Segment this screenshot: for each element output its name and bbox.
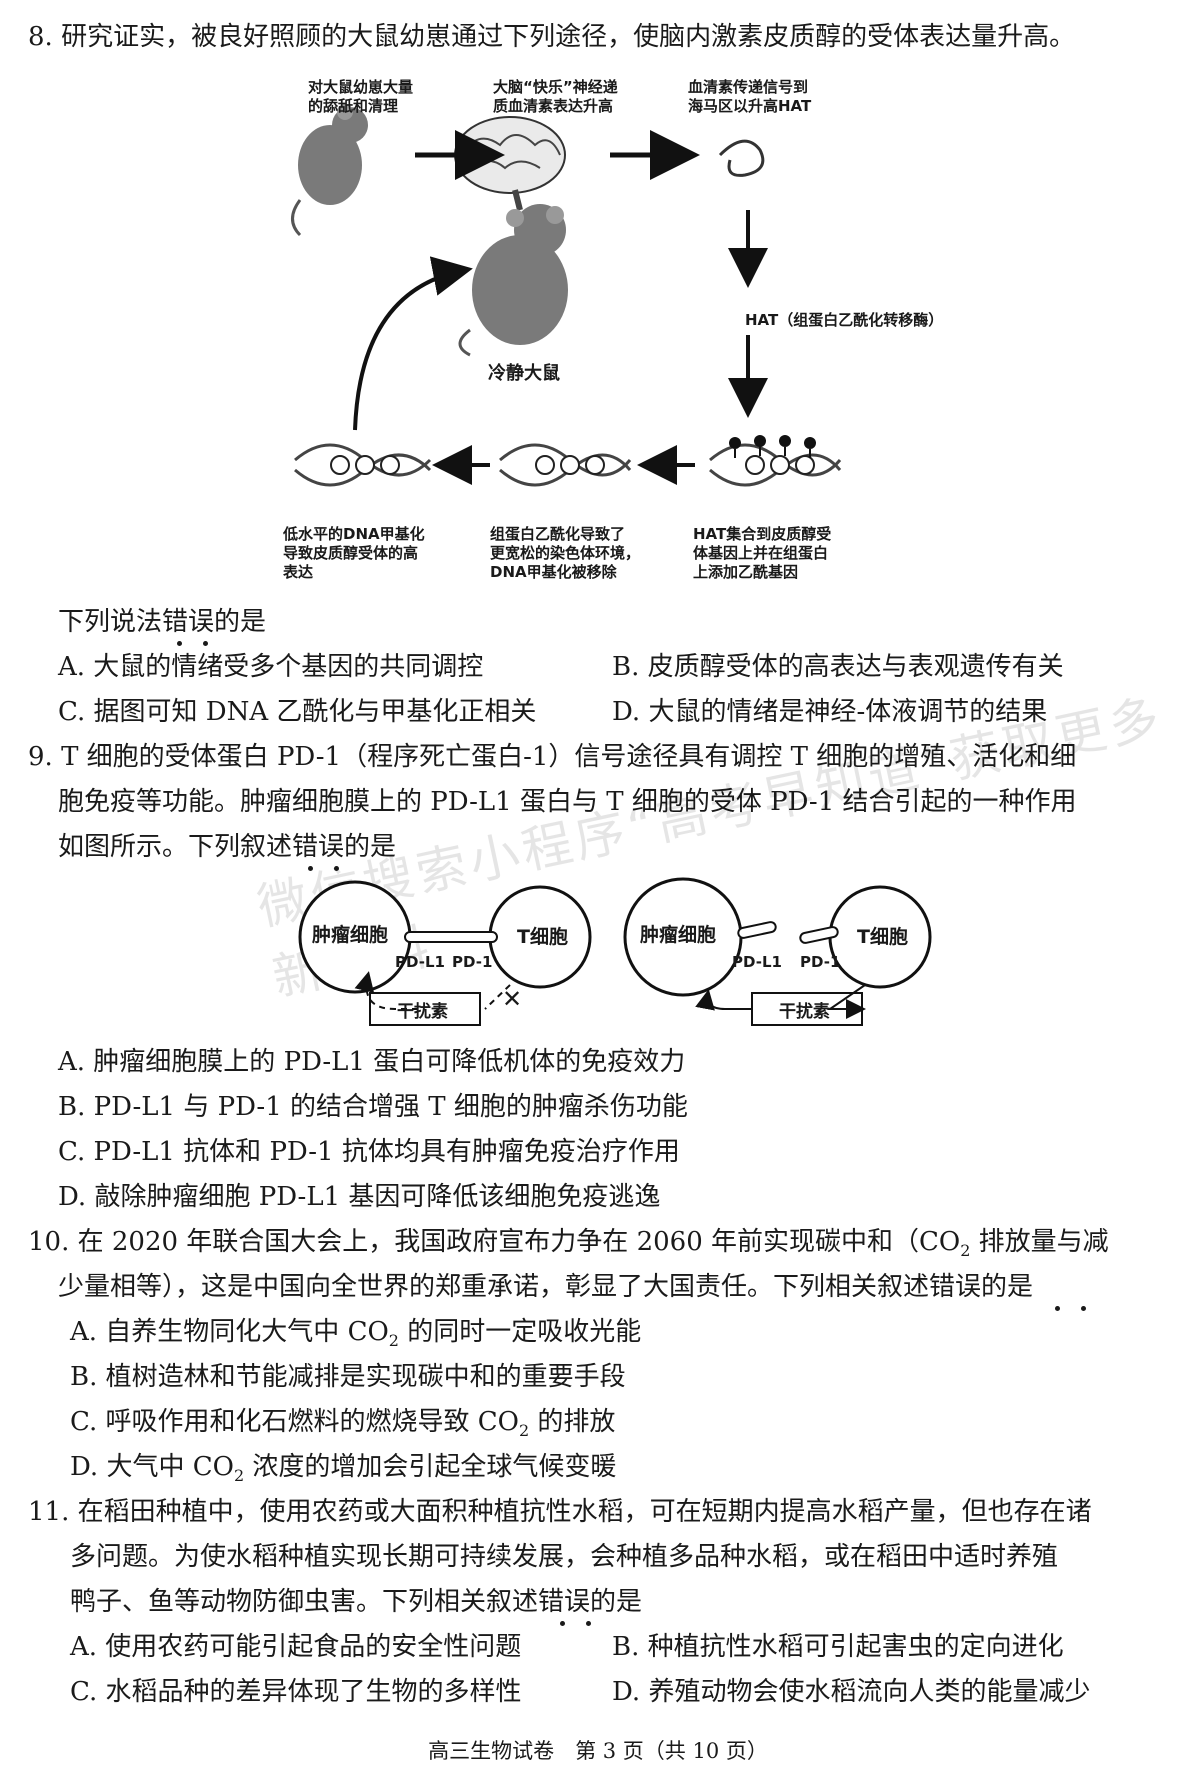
q9-tumor-cell-right: 肿瘤细胞 xyxy=(640,924,717,946)
chromatin-left-icon xyxy=(294,443,432,487)
q10-stem-line1: 10. 在 2020 年联合国大会上，我国政府宣布力争在 2060 年前实现碳中… xyxy=(28,1227,1109,1261)
emphasis-dot xyxy=(177,641,182,646)
q11-stem-line1: 11. 在稻田种植中，使用农药或大面积种植抗性水稻，可在短期内提高水稻产量，但也… xyxy=(28,1497,1092,1527)
q8-hat-label: HAT（组蛋白乙酰化转移酶） xyxy=(745,311,944,329)
q8-question: 下列说法错误的是 xyxy=(58,607,267,637)
q9-tumor-cell-left: 肿瘤细胞 xyxy=(312,924,389,946)
q9-t-cell-left: T细胞 xyxy=(517,926,568,948)
q9-option-d: D. 敲除肿瘤细胞 PD-L1 基因可降低该细胞免疫逃逸 xyxy=(58,1182,661,1212)
q8-step5-label: 组蛋白乙酰化导致了 更宽松的染色体环境， DNA甲基化被移除 xyxy=(490,525,641,581)
q9-option-a: A. 肿瘤细胞膜上的 PD-L1 蛋白可降低机体的免疫效力 xyxy=(58,1047,686,1077)
q11-option-b: B. 种植抗性水稻可引起害虫的定向进化 xyxy=(612,1632,1064,1662)
q10-option-b: B. 植树造林和节能减排是实现碳中和的重要手段 xyxy=(70,1362,626,1392)
emphasis-dot xyxy=(1055,1306,1060,1311)
chromatin-right-icon xyxy=(709,435,842,487)
calm-rat-icon xyxy=(458,204,568,357)
q9-pd1-left: PD-1 xyxy=(452,953,493,971)
q8-step2-label: 大脑“快乐”神经递 质血清素表达升高 xyxy=(493,78,618,115)
q8-option-c: C. 据图可知 DNA 乙酰化与甲基化正相关 xyxy=(58,697,537,727)
q8-option-d: D. 大鼠的情绪是神经-体液调节的结果 xyxy=(612,697,1048,727)
brain-icon xyxy=(454,116,566,211)
q8-step3-label: 血清素传递信号到 海马区以升高HAT xyxy=(688,78,812,115)
q9-pdl1-left: PD-L1 xyxy=(395,953,445,971)
q8-option-a: A. 大鼠的情绪受多个基因的共同调控 xyxy=(58,652,484,682)
q11-option-d: D. 养殖动物会使水稻流向人类的能量减少 xyxy=(612,1677,1091,1707)
chromatin-middle-icon xyxy=(499,443,632,487)
q8-option-b: B. 皮质醇受体的高表达与表观遗传有关 xyxy=(612,652,1064,682)
q11-stem-line3: 鸭子、鱼等动物防御虫害。下列相关叙述错误的是 xyxy=(70,1587,643,1617)
q10-stem-line2: 少量相等），这是中国向全世界的郑重承诺，彰显了大国责任。下列相关叙述错误的是 xyxy=(58,1272,1034,1302)
emphasis-dot xyxy=(308,866,313,871)
q11-option-a: A. 使用农药可能引起食品的安全性问题 xyxy=(70,1632,522,1662)
emphasis-dot xyxy=(1081,1306,1086,1311)
q10-option-a: A. 自养生物同化大气中 CO2 的同时一定吸收光能 xyxy=(70,1317,642,1351)
hippocampus-icon xyxy=(718,139,765,177)
q9-interferon-right: 干扰素 xyxy=(779,1002,830,1022)
q10-option-d: D. 大气中 CO2 浓度的增加会引起全球气候变暖 xyxy=(70,1452,617,1486)
emphasis-dot xyxy=(586,1621,591,1626)
emphasis-dot xyxy=(203,641,208,646)
q8-step1-label: 对大鼠幼崽大量 的舔舐和清理 xyxy=(308,78,414,115)
q9-interferon-left: 干扰素 xyxy=(397,1002,448,1022)
q8-step6-label: 低水平的DNA甲基化 导致皮质醇受体的高 表达 xyxy=(283,525,425,581)
q9-stem-line3: 如图所示。下列叙述错误的是 xyxy=(58,832,397,862)
q9-pdl1-diagram xyxy=(298,877,932,1026)
q9-stem-line2: 胞免疫等功能。肿瘤细胞膜上的 PD-L1 蛋白与 T 细胞的受体 PD-1 结合… xyxy=(58,787,1077,817)
rat-pup-icon xyxy=(291,104,368,237)
q8-pathway-diagram xyxy=(291,104,842,487)
q8-step4-label: HAT集合到皮质醇受 体基因上并在组蛋白 上添加乙酰基因 xyxy=(693,525,832,581)
q10-option-c: C. 呼吸作用和化石燃料的燃烧导致 CO2 的排放 xyxy=(70,1407,616,1441)
q9-option-b: B. PD-L1 与 PD-1 的结合增强 T 细胞的肿瘤杀伤功能 xyxy=(58,1092,688,1122)
q8-calm-rat-label: 冷静大鼠 xyxy=(488,363,560,384)
q11-stem-line2: 多问题。为使水稻种植实现长期可持续发展，会种植多品种水稻，或在稻田中适时养殖 xyxy=(70,1542,1059,1572)
emphasis-dot xyxy=(334,866,339,871)
emphasis-dot xyxy=(560,1621,565,1626)
q9-block-mark: ✕ xyxy=(502,985,523,1013)
page-footer: 高三生物试卷 第 3 页（共 10 页） xyxy=(428,1739,768,1763)
q9-pd1-right: PD-1 xyxy=(800,953,841,971)
q8-stem: 8. 研究证实，被良好照顾的大鼠幼崽通过下列途径，使脑内激素皮质醇的受体表达量升… xyxy=(28,22,1076,52)
q9-t-cell-right: T细胞 xyxy=(857,926,908,948)
q9-option-c: C. PD-L1 抗体和 PD-1 抗体均具有肿瘤免疫治疗作用 xyxy=(58,1137,680,1167)
q9-pdl1-right: PD-L1 xyxy=(732,953,782,971)
q9-stem-line1: 9. T 细胞的受体蛋白 PD-1（程序死亡蛋白-1）信号途径具有调控 T 细胞… xyxy=(28,742,1077,772)
q11-option-c: C. 水稻品种的差异体现了生物的多样性 xyxy=(70,1677,522,1707)
